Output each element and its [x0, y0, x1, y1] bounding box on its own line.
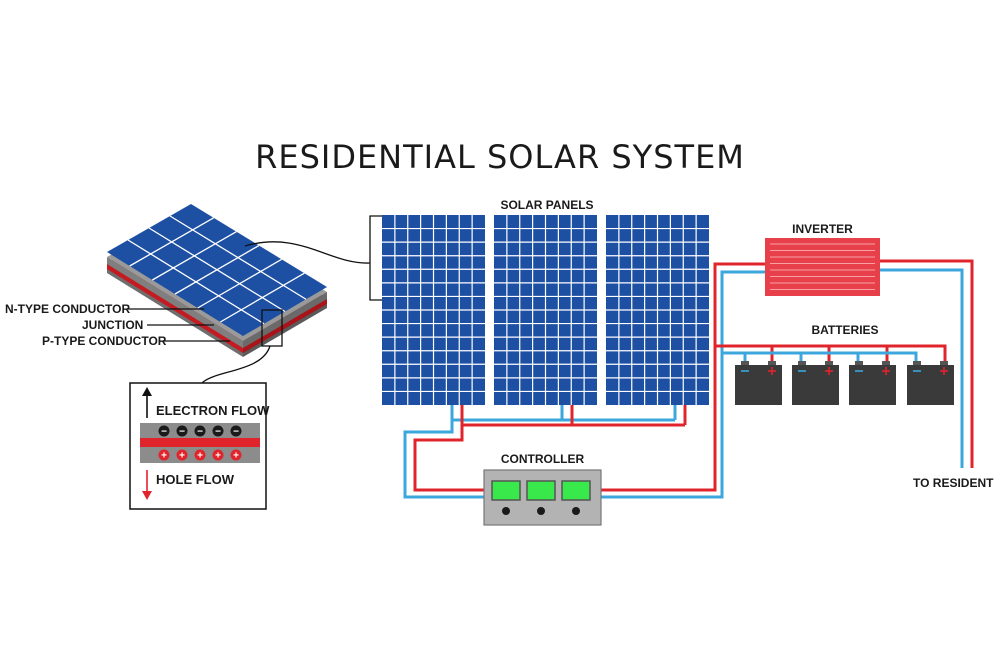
battery-terminal-positive — [768, 361, 776, 365]
hole-symbol: + — [233, 451, 239, 462]
solar-panels-label: SOLAR PANELS — [500, 198, 594, 212]
controller-blue-wire — [600, 270, 765, 499]
panel-blue-bus-wire — [403, 405, 677, 499]
electron-symbol: − — [197, 427, 203, 438]
battery-terminal-negative — [855, 361, 863, 365]
panel-red-bus-wire — [413, 405, 687, 492]
controller-knob-1 — [502, 507, 510, 515]
p-type-side-right — [243, 303, 327, 357]
electron-dot — [194, 425, 206, 437]
inverter-fins — [770, 243, 875, 290]
controller-label: CONTROLLER — [500, 452, 585, 466]
hole-dot — [212, 449, 224, 461]
hole-dot — [230, 449, 242, 461]
controller-display-3 — [561, 480, 591, 501]
hole-dot — [176, 449, 188, 461]
hole-symbol: + — [179, 451, 185, 462]
junction-side — [107, 263, 243, 353]
battery-terminal-negative — [741, 361, 749, 365]
hole-flow-arrowhead — [142, 491, 152, 500]
batteries-label: BATTERIES — [811, 323, 879, 337]
panel-cell-grid — [127, 215, 307, 325]
iso-grid-line — [148, 227, 286, 313]
electron-dot — [212, 425, 224, 437]
controller-display-1 — [491, 480, 521, 501]
hole-symbol: + — [215, 451, 221, 462]
p-type-conductor-label: P-TYPE CONDUCTOR — [42, 334, 167, 348]
junction-strip — [140, 438, 260, 447]
hole-dot — [158, 449, 170, 461]
solar-panel-1 — [382, 215, 485, 405]
solar-panel-array — [382, 215, 709, 405]
electron-dot — [158, 425, 170, 437]
panel-section-marker — [261, 309, 283, 347]
solar-panel-3 — [606, 215, 709, 405]
hole-flow-label: HOLE FLOW — [156, 472, 234, 487]
battery-terminal-negative — [913, 361, 921, 365]
wiring — [403, 259, 974, 499]
isometric-solar-panel — [107, 204, 327, 357]
battery-4 — [907, 361, 954, 405]
hole-symbol: + — [161, 451, 167, 462]
controller-red-wire — [600, 262, 765, 492]
battery-2 — [792, 361, 839, 405]
hole-dot — [194, 449, 206, 461]
inverter-label: INVERTER — [792, 222, 853, 236]
charge-controller — [483, 469, 602, 526]
battery-terminal-positive — [882, 361, 890, 365]
controller-knob-2 — [537, 507, 545, 515]
hole-symbol: + — [197, 451, 203, 462]
p-type-side-left — [107, 268, 243, 357]
battery-terminal-negative — [798, 361, 806, 365]
junction-label: JUNCTION — [82, 318, 144, 332]
battery-bank — [735, 361, 954, 405]
electron-symbol: − — [215, 427, 221, 438]
to-resident-label: TO RESIDENT — [913, 476, 994, 490]
battery-blue-bus-wire — [722, 351, 918, 362]
battery-terminal-positive — [825, 361, 833, 365]
solar-panels-bracket — [369, 215, 382, 301]
battery-1 — [735, 361, 782, 405]
junction-side-right — [243, 298, 327, 353]
electron-dot — [176, 425, 188, 437]
electron-symbol: − — [179, 427, 185, 438]
callout-line-bottom — [201, 345, 271, 384]
controller-display-2 — [526, 480, 556, 501]
iso-grid-line — [127, 239, 265, 325]
charge-symbols: − + − + − + − + − + — [161, 427, 239, 462]
inverter — [765, 238, 880, 296]
iso-grid-line — [169, 215, 307, 300]
resident-blue-wire — [880, 268, 964, 468]
n-type-side-right — [243, 292, 327, 348]
battery-terminal-positive — [940, 361, 948, 365]
callout-line-top — [244, 241, 371, 264]
electron-hole-box — [129, 382, 267, 510]
electron-flow-arrowhead — [142, 387, 152, 396]
inverter-body — [765, 238, 880, 296]
electron-symbol: − — [161, 427, 167, 438]
electron-symbol: − — [233, 427, 239, 438]
battery-3 — [849, 361, 896, 405]
diagram-title: RESIDENTIAL SOLAR SYSTEM — [255, 138, 745, 176]
resident-red-wire — [880, 259, 974, 468]
solar-panel-2 — [494, 215, 597, 405]
controller-knob-3 — [572, 507, 580, 515]
n-type-conductor-label: N-TYPE CONDUCTOR — [5, 302, 131, 316]
electron-row — [158, 425, 242, 437]
electron-flow-label: ELECTRON FLOW — [156, 403, 270, 418]
electron-dot — [230, 425, 242, 437]
hole-row — [158, 449, 242, 461]
